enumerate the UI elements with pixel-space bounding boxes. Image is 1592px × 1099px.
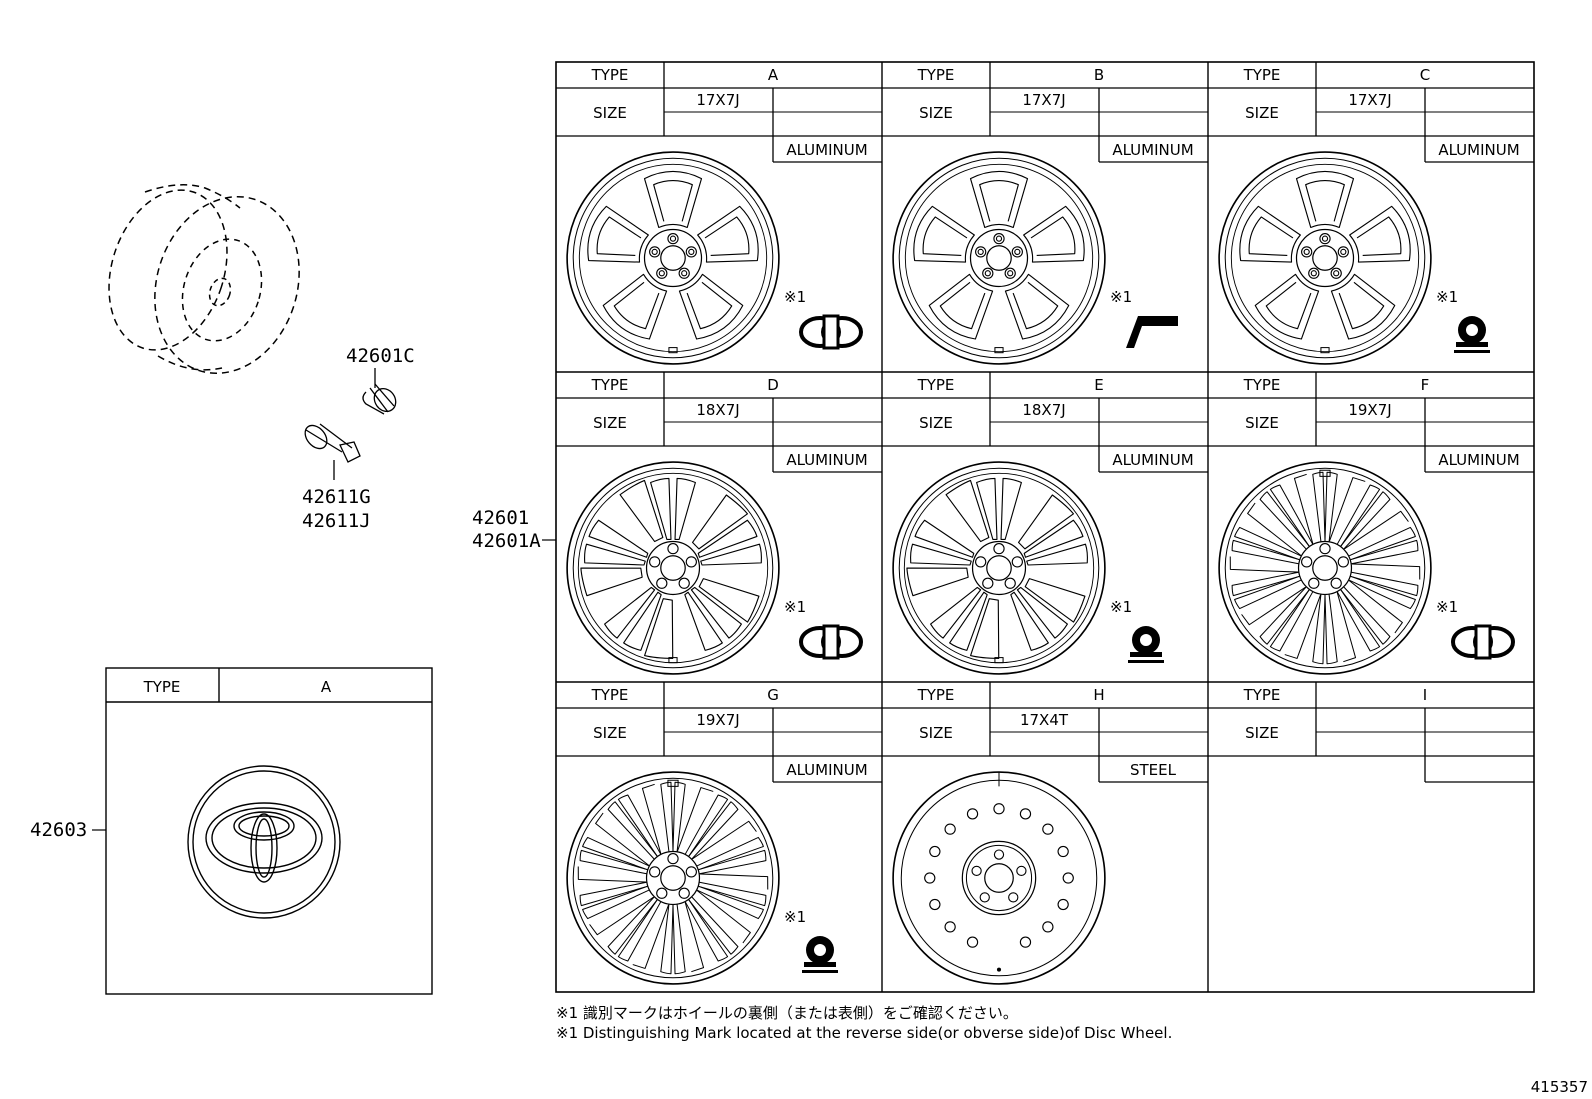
size-label: SIZE [919, 104, 953, 122]
wheel-drawing [567, 462, 779, 674]
tire-drawing [108, 184, 300, 375]
wheel-cell-c: TYPE C SIZE 17X7J ALUMINUM ※1 [1208, 62, 1534, 364]
size-label: SIZE [919, 414, 953, 432]
type-value: A [768, 66, 779, 84]
wheel-drawing [893, 152, 1105, 364]
type-label: TYPE [917, 686, 955, 704]
material-label: ALUMINUM [786, 141, 867, 159]
type-label: TYPE [917, 376, 955, 394]
size-value: 19X7J [696, 711, 739, 729]
distinguishing-mark-icon [799, 314, 863, 350]
ornament-emblem-drawing [187, 765, 341, 919]
wheel-drawing [1219, 462, 1431, 674]
distinguishing-mark-icon [1128, 626, 1164, 663]
wheel-drawing [892, 771, 1106, 985]
part-label-wheel-a: 42601 [472, 507, 529, 529]
wheel-drawing [1219, 152, 1431, 364]
wheel-cell-i: TYPE I SIZE [1208, 682, 1534, 783]
distinguishing-mark-icon [802, 936, 838, 973]
material-label: ALUMINUM [1438, 141, 1519, 159]
mark-reference: ※1 [1436, 288, 1458, 306]
wheel-cell-f: TYPE F SIZE 19X7J ALUMINUM ※1 [1208, 372, 1534, 674]
distinguishing-mark-icon [1454, 316, 1490, 353]
distinguishing-mark-icon [1451, 624, 1515, 660]
wheel-cell-h: TYPE H SIZE 17X4T STEEL [882, 682, 1208, 985]
size-label: SIZE [593, 104, 627, 122]
mark-reference: ※1 [1110, 288, 1132, 306]
part-label-valve-stem-a: 42611G [302, 486, 371, 508]
wheel-cell-b: TYPE B SIZE 17X7J ALUMINUM ※1 [882, 62, 1208, 364]
grid-frame [555, 61, 1535, 993]
size-value: 17X7J [1022, 91, 1065, 109]
ornament-type-label: TYPE [143, 678, 181, 696]
note-english: ※1 Distinguishing Mark located at the re… [556, 1024, 1172, 1042]
size-value: 17X7J [1348, 91, 1391, 109]
material-label: ALUMINUM [1438, 451, 1519, 469]
size-label: SIZE [1245, 414, 1279, 432]
part-label-ornament: 42603 [30, 819, 87, 841]
size-label: SIZE [919, 724, 953, 742]
type-label: TYPE [591, 686, 629, 704]
type-label: TYPE [1243, 66, 1281, 84]
mark-reference: ※1 [784, 288, 806, 306]
wheel-cell-g: TYPE G SIZE 19X7J ALUMINUM ※1 [556, 682, 882, 984]
type-label: TYPE [591, 376, 629, 394]
mark-reference: ※1 [1436, 598, 1458, 616]
part-label-valve-cap: 42601C [346, 345, 415, 367]
figure-id: 415357 [1531, 1078, 1588, 1096]
type-value: B [1094, 66, 1104, 84]
size-value: 19X7J [1348, 401, 1391, 419]
type-value: D [767, 376, 779, 394]
type-value: F [1421, 376, 1430, 394]
material-label: STEEL [1130, 761, 1177, 779]
type-value: I [1423, 686, 1427, 704]
size-label: SIZE [593, 414, 627, 432]
wheel-cell-e: TYPE E SIZE 18X7J ALUMINUM ※1 [882, 372, 1208, 674]
ornament-type-value: A [321, 678, 332, 696]
type-value: H [1093, 686, 1104, 704]
material-label: ALUMINUM [786, 761, 867, 779]
size-value: 17X7J [696, 91, 739, 109]
material-label: ALUMINUM [786, 451, 867, 469]
mark-reference: ※1 [784, 598, 806, 616]
material-label: ALUMINUM [1112, 141, 1193, 159]
wheel-cell-a: TYPE A SIZE 17X7J ALUMINUM ※1 [556, 62, 882, 364]
valve-cap-drawing [362, 368, 397, 415]
size-label: SIZE [1245, 724, 1279, 742]
type-label: TYPE [1243, 686, 1281, 704]
distinguishing-mark-icon [799, 624, 863, 660]
size-label: SIZE [593, 724, 627, 742]
size-label: SIZE [1245, 104, 1279, 122]
type-label: TYPE [591, 66, 629, 84]
material-label: ALUMINUM [1112, 451, 1193, 469]
type-value: C [1420, 66, 1430, 84]
wheel-drawing [567, 772, 779, 984]
mark-reference: ※1 [1110, 598, 1132, 616]
wheel-drawing [567, 152, 779, 364]
part-label-valve-stem-b: 42611J [302, 510, 371, 532]
distinguishing-mark-icon [1126, 316, 1178, 348]
wheel-drawing [893, 462, 1105, 674]
valve-stem-drawing [304, 423, 361, 480]
wheel-cell-d: TYPE D SIZE 18X7J ALUMINUM ※1 [556, 372, 882, 674]
type-label: TYPE [1243, 376, 1281, 394]
size-value: 18X7J [1022, 401, 1065, 419]
size-value: 17X4T [1020, 711, 1069, 729]
type-value: G [767, 686, 779, 704]
part-label-wheel-b: 42601A [472, 530, 541, 552]
type-label: TYPE [917, 66, 955, 84]
type-value: E [1094, 376, 1103, 394]
note-japanese: ※1 識別マークはホイールの裏側（または表側）をご確認ください。 [556, 1004, 1018, 1022]
ornament-table [105, 667, 433, 995]
size-value: 18X7J [696, 401, 739, 419]
mark-reference: ※1 [784, 908, 806, 926]
